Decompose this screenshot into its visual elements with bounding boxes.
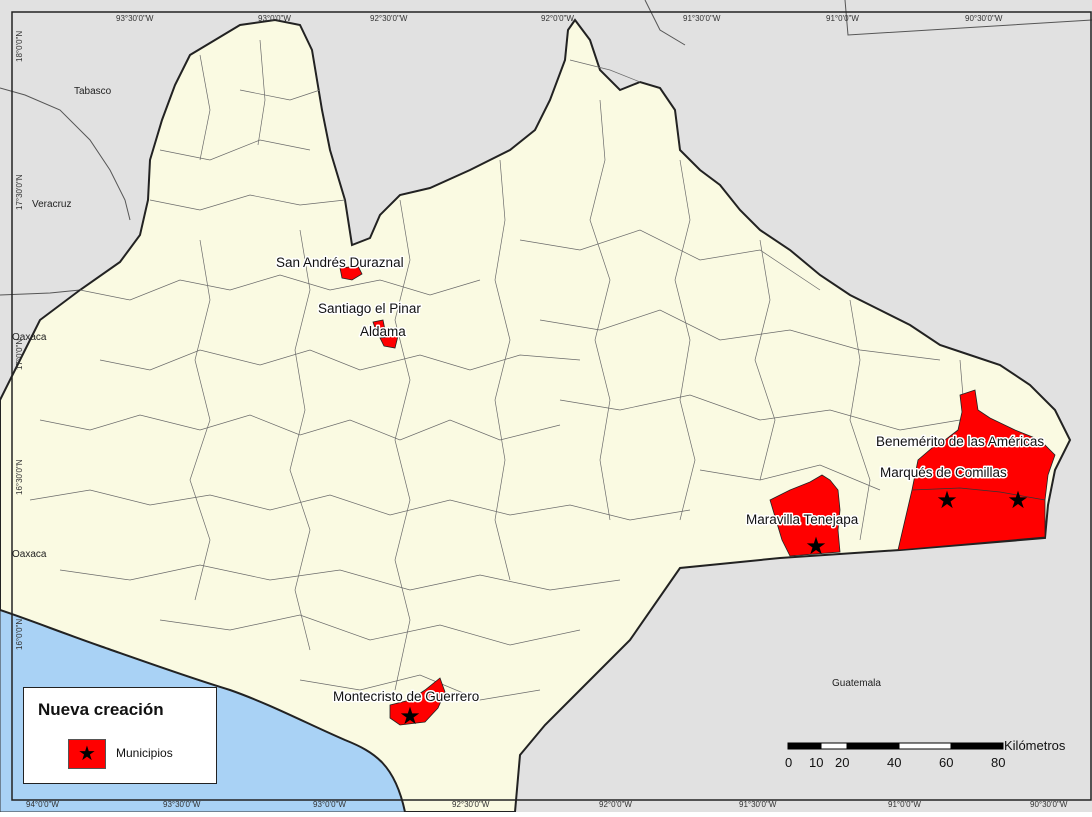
top-graticule-labels: 93°30'0"W 93°0'0"W 92°30'0"W 92°0'0"W 91… — [116, 14, 1003, 23]
region-label-oaxaca-south: Oaxaca — [12, 549, 47, 560]
label-aldama: Aldama — [360, 324, 406, 339]
bottom-graticule-labels: 94°0'0"W 93°30'0"W 93°0'0"W 92°30'0"W 92… — [26, 800, 1068, 809]
graticule-label: 92°0'0"W — [599, 800, 632, 809]
aldama-area — [379, 335, 399, 349]
graticule-label: 17°0'0"N — [15, 339, 24, 370]
scale-unit: Kilómetros — [1004, 738, 1066, 753]
graticule-label: 93°0'0"W — [313, 800, 346, 809]
graticule-label: 92°0'0"W — [541, 14, 574, 23]
scale-tick: 10 — [809, 755, 823, 770]
label-san-andres-duraznal: San Andrés Duraznal — [276, 255, 404, 270]
graticule-label: 92°30'0"W — [370, 14, 408, 23]
legend-item-label: Municipios — [116, 746, 173, 760]
map-neatline — [11, 11, 1092, 801]
maravilla-tenejapa-area — [769, 474, 841, 557]
region-label-guatemala: Guatemala — [832, 678, 881, 689]
graticule-label: 90°30'0"W — [1030, 800, 1068, 809]
black-star-icon: ★ — [936, 487, 958, 514]
santiago-el-pinar-area — [372, 319, 386, 334]
region-label-oaxaca-north: Oaxaca — [12, 332, 47, 343]
graticule-label: 93°30'0"W — [116, 14, 154, 23]
graticule-label: 92°30'0"W — [452, 800, 490, 809]
region-label-tabasco: Tabasco — [74, 86, 112, 97]
chiapas-state — [0, 18, 1072, 813]
label-benemerito-de-las-americas: Benemérito de las Américas — [876, 434, 1044, 449]
scale-tick: 20 — [835, 755, 849, 770]
graticule-label: 91°0'0"W — [826, 14, 859, 23]
graticule-label: 18°0'0"N — [15, 31, 24, 62]
graticule-label: 90°30'0"W — [965, 14, 1003, 23]
label-marques-de-comillas: Marqués de Comillas — [880, 465, 1007, 480]
graticule-label: 93°0'0"W — [258, 14, 291, 23]
graticule-label: 91°30'0"W — [739, 800, 777, 809]
graticule-label: 16°0'0"N — [15, 619, 24, 650]
graticule-label: 93°30'0"W — [163, 800, 201, 809]
scale-tick: 0 — [785, 755, 792, 770]
scale-tick: 40 — [887, 755, 901, 770]
region-label-veracruz: Veracruz — [32, 199, 71, 210]
label-maravilla-tenejapa: Maravilla Tenejapa — [746, 512, 859, 527]
graticule-label: 91°30'0"W — [683, 14, 721, 23]
left-graticule-labels: 18°0'0"N 17°30'0"N 17°0'0"N 16°30'0"N 16… — [15, 31, 24, 650]
legend-title: Nueva creación — [38, 700, 164, 719]
new-municipalities — [339, 265, 1056, 726]
graticule-label: 94°0'0"W — [26, 800, 59, 809]
tabasco-veracruz-border — [0, 87, 131, 221]
star-markers: ★ ★ ★ ★ — [399, 487, 1029, 730]
veracruz-oaxaca-border — [0, 289, 81, 296]
black-star-icon: ★ — [805, 533, 827, 560]
graticule-label: 16°30'0"N — [15, 459, 24, 495]
label-santiago-el-pinar: Santiago el Pinar — [318, 301, 421, 316]
benemerito-marques-divider — [911, 487, 1046, 501]
legend-swatch: ★ — [68, 739, 106, 769]
graticule-label: 91°0'0"W — [888, 800, 921, 809]
tabasco-east-border — [644, 0, 686, 46]
scale-tick: 80 — [991, 755, 1005, 770]
black-star-icon: ★ — [78, 743, 96, 765]
label-montecristo-de-guerrero: Montecristo de Guerrero — [333, 689, 479, 704]
benemerito-marques-area — [897, 389, 1056, 551]
montecristo-de-guerrero-area — [389, 677, 446, 726]
san-andres-duraznal-area — [339, 265, 363, 281]
municipal-borders — [29, 39, 966, 701]
scale-bar: Kilómetros 0 10 20 40 60 80 — [785, 738, 1066, 770]
scale-tick: 60 — [939, 755, 953, 770]
map-legend: Nueva creación ★ Municipios — [23, 687, 217, 784]
graticule-label: 17°30'0"N — [15, 174, 24, 210]
black-star-icon: ★ — [399, 703, 421, 730]
black-star-icon: ★ — [1007, 487, 1029, 514]
